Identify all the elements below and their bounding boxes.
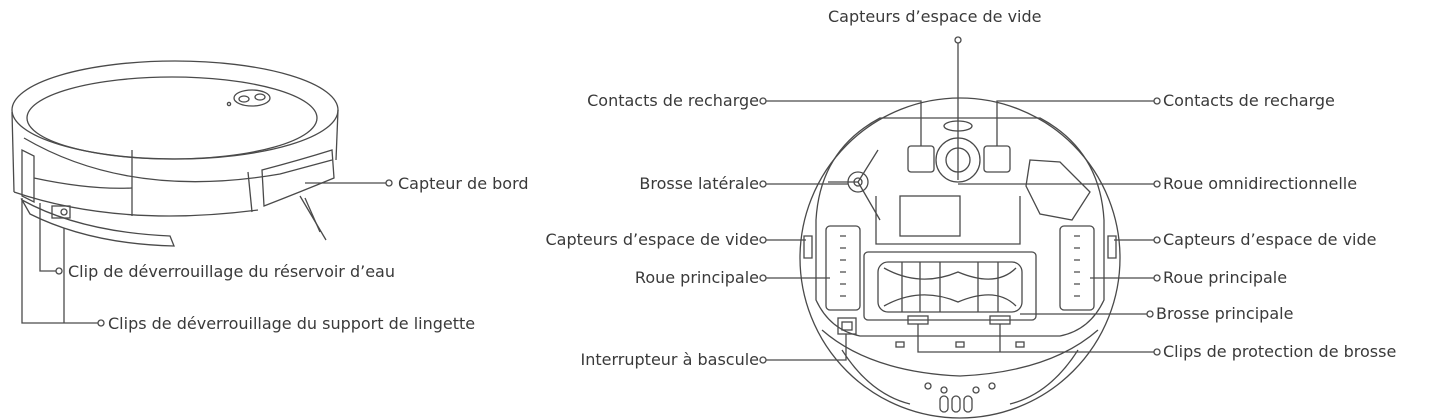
label-roue-principale-droite: Roue principale <box>1163 268 1288 287</box>
robot-bottom-view <box>799 97 1121 419</box>
label-capteur-de-bord: Capteur de bord <box>398 174 529 193</box>
label-capteurs-vide-droite: Capteurs d’espace de vide <box>1163 230 1377 249</box>
label-brosse-laterale: Brosse latérale <box>639 174 759 193</box>
label-brosse-principale: Brosse principale <box>1156 304 1294 323</box>
mop-plate <box>20 198 175 247</box>
main-wheel-right <box>1059 225 1095 311</box>
main-brush-frame <box>863 251 1037 321</box>
label-capteurs-vide-gauche: Capteurs d’espace de vide <box>545 230 760 249</box>
label-interrupteur-bascule: Interrupteur à bascule <box>580 350 759 369</box>
label-roue-principale-gauche: Roue principale <box>634 268 759 287</box>
label-clips-lingette: Clips de déverrouillage du support de li… <box>108 314 476 333</box>
robot-top-view <box>11 60 339 247</box>
label-contacts-recharge-droite: Contacts de recharge <box>1163 91 1335 110</box>
rocker-switch <box>837 317 857 335</box>
label-roue-omnidirectionnelle: Roue omnidirectionnelle <box>1163 174 1358 193</box>
label-clips-protection-brosse: Clips de protection de brosse <box>1163 342 1397 361</box>
main-wheel-left <box>825 225 861 311</box>
top-buttons <box>233 89 271 107</box>
charging-contact-right <box>983 145 1011 173</box>
label-contacts-recharge-gauche: Contacts de recharge <box>587 91 759 110</box>
charging-contact-left <box>907 145 935 173</box>
main-brush <box>877 261 1023 313</box>
edge-sensor-window <box>261 149 335 207</box>
label-clip-reservoir: Clip de déverrouillage du réservoir d’ea… <box>68 262 395 281</box>
right-leaders <box>759 36 1161 364</box>
left-leaders <box>21 179 393 327</box>
label-capteurs-vide-haut: Capteurs d’espace de vide <box>828 7 1042 26</box>
